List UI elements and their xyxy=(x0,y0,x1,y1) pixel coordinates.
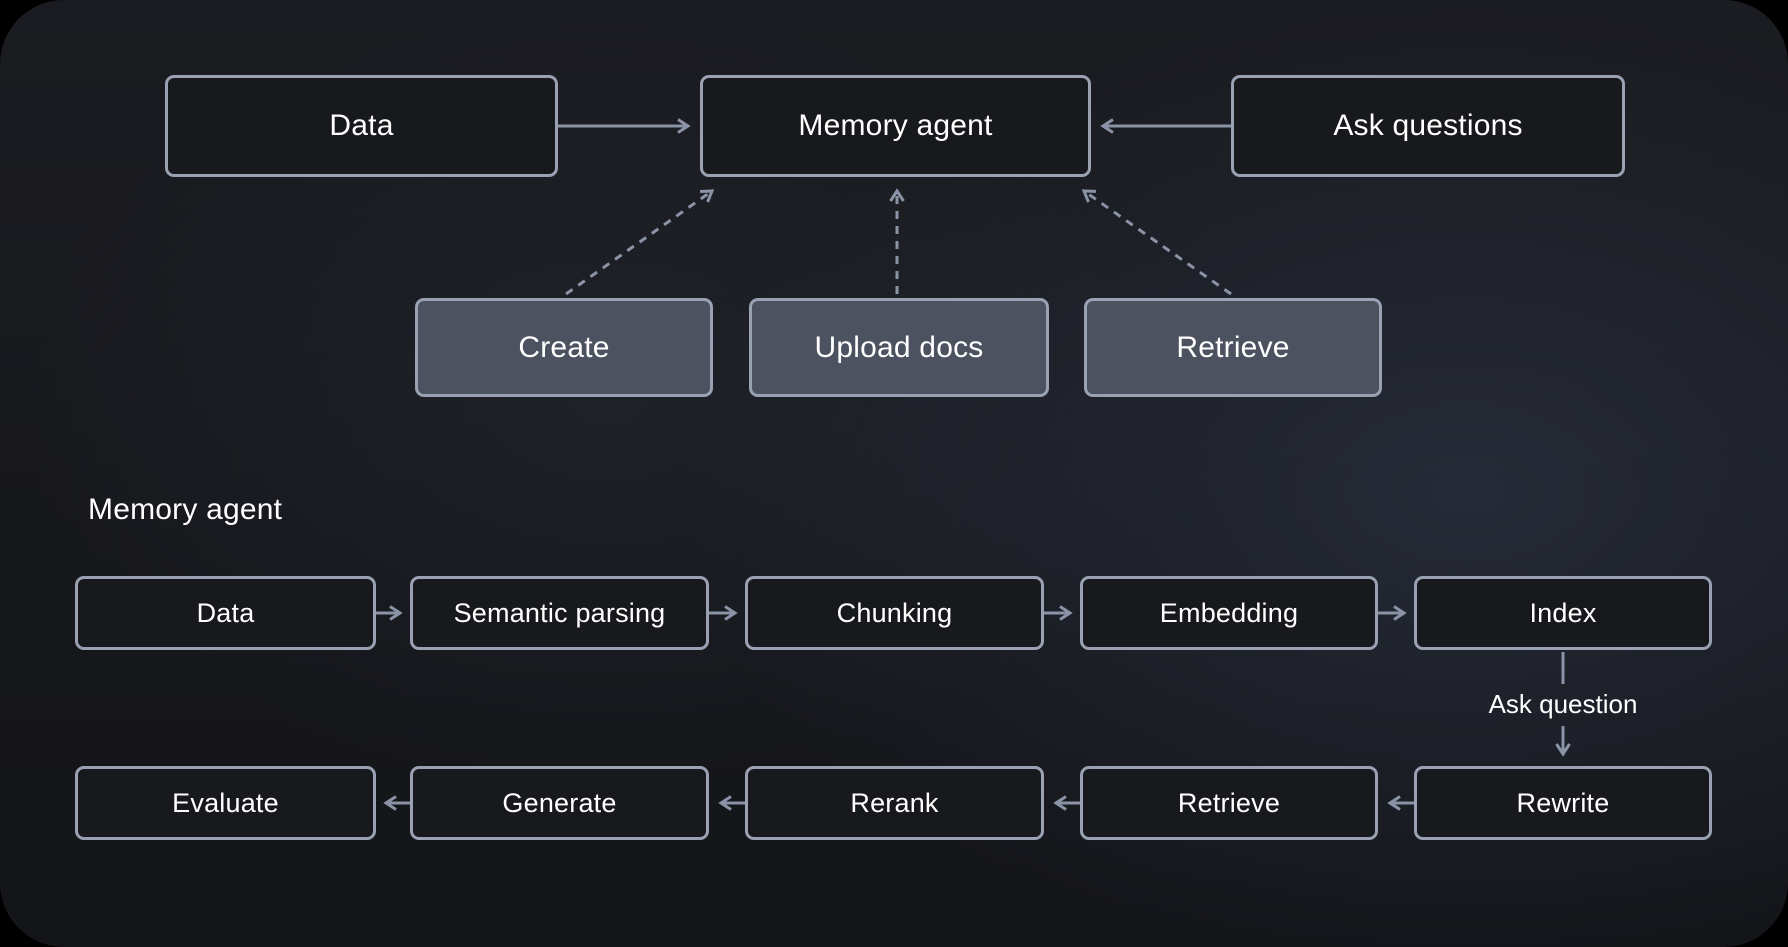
node-detail-data: Data xyxy=(75,576,376,650)
node-evaluate: Evaluate xyxy=(75,766,376,840)
node-generate: Generate xyxy=(410,766,709,840)
node-chunking: Chunking xyxy=(745,576,1044,650)
node-data: Data xyxy=(165,75,558,177)
section-title-memory-agent: Memory agent xyxy=(88,493,283,526)
node-embedding: Embedding xyxy=(1080,576,1378,650)
node-semantic-parsing: Semantic parsing xyxy=(410,576,709,650)
node-index: Index xyxy=(1414,576,1712,650)
edge-create-to-memory-agent xyxy=(565,189,715,296)
edge-retrieve-to-memory-agent xyxy=(1081,189,1232,296)
node-retrieve: Retrieve xyxy=(1084,298,1382,397)
node-ask-questions: Ask questions xyxy=(1231,75,1625,177)
node-upload-docs: Upload docs xyxy=(749,298,1049,397)
node-memory-agent: Memory agent xyxy=(700,75,1091,177)
connector-label-ask-question: Ask question xyxy=(1488,689,1638,719)
node-rewrite: Rewrite xyxy=(1414,766,1712,840)
node-create: Create xyxy=(415,298,713,397)
node-rerank: Rerank xyxy=(745,766,1044,840)
node-detail-retrieve: Retrieve xyxy=(1080,766,1378,840)
